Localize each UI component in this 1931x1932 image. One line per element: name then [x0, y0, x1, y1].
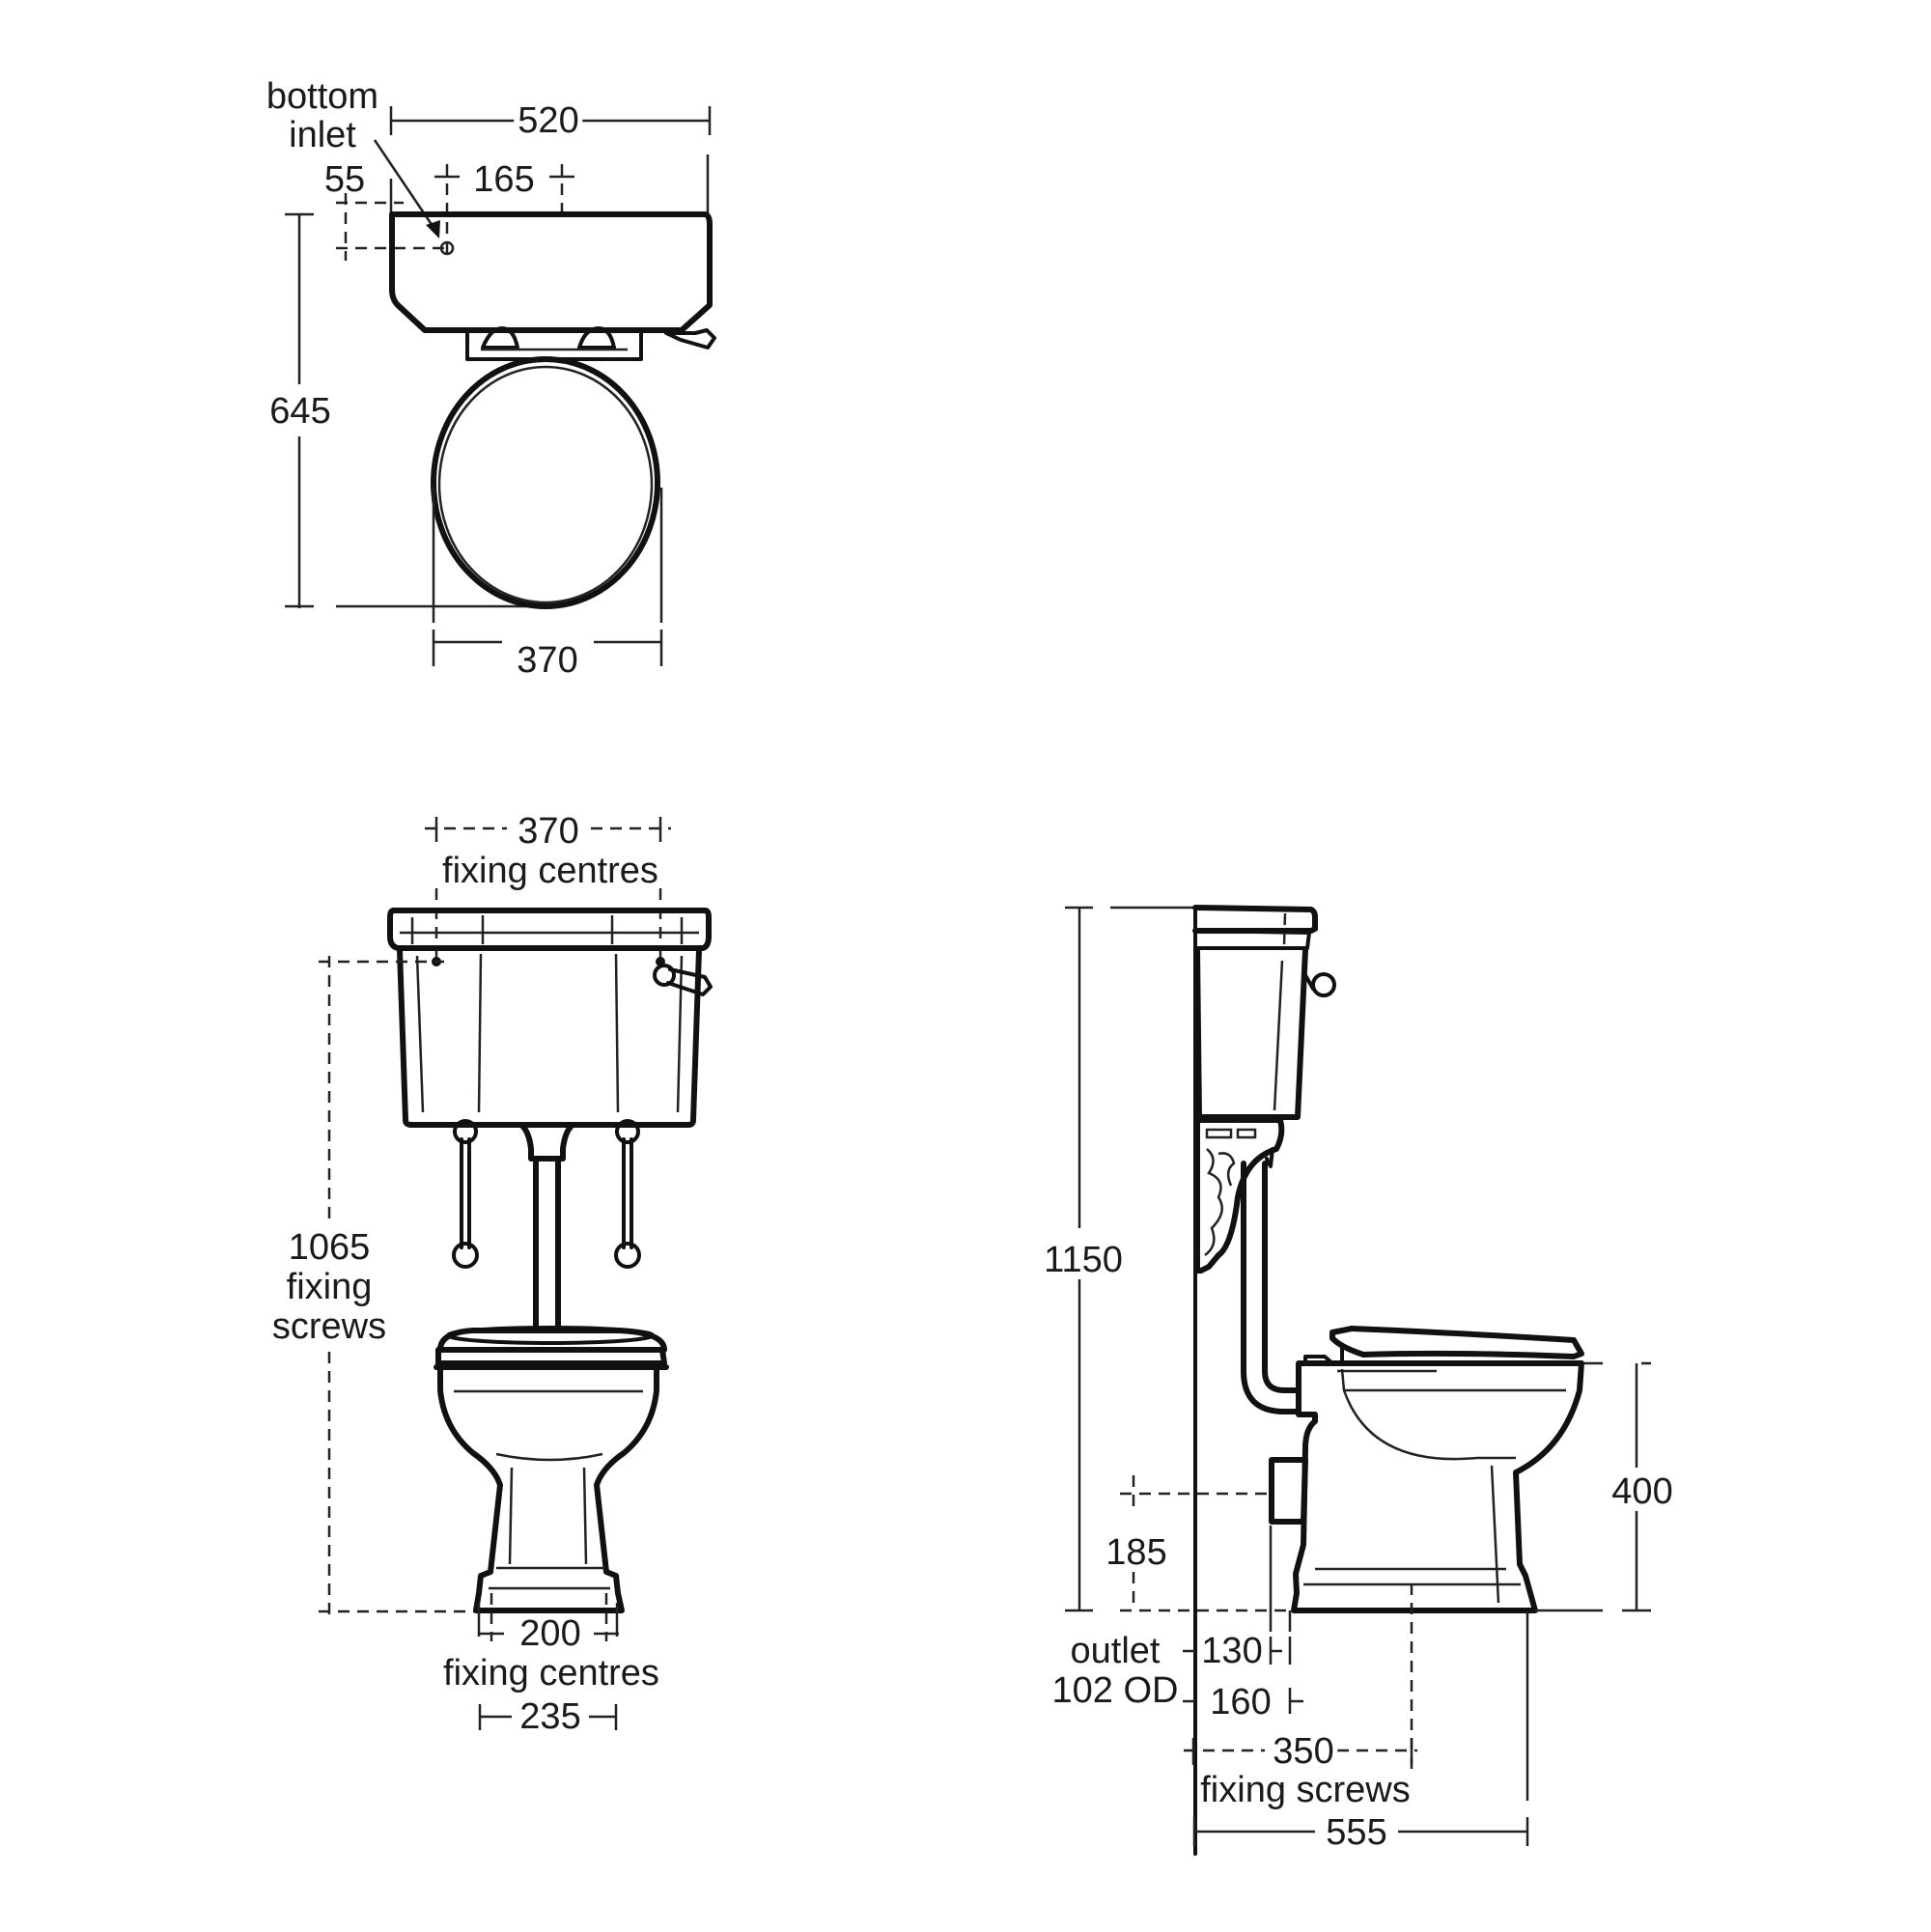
side-outlet-offset-160: 160: [1210, 1682, 1272, 1722]
side-overall-projection-dimension: 555: [1322, 1813, 1391, 1852]
front-cistern-fixing-dimension: 370: [514, 812, 583, 851]
side-fixing-screws-dimension: 350: [1269, 1732, 1338, 1771]
front-pan-fixing-dimension: 200: [516, 1614, 585, 1653]
plan-inlet-side-offset-dimension: 55: [323, 159, 366, 200]
plan-inlet-offset-dimension: 165: [469, 160, 539, 199]
front-pan-base-width-dimension: 235: [516, 1697, 585, 1736]
front-screw-height-dimension: 1065: [284, 1228, 375, 1267]
side-outlet-caption-1: outlet: [1070, 1631, 1161, 1671]
plan-overall-depth-dimension: 645: [266, 392, 335, 431]
bottom-inlet-label-line1: bottom: [266, 76, 379, 117]
plan-view: [285, 106, 716, 666]
plan-pan-width-dimension: 370: [513, 641, 582, 680]
side-outlet-caption-2: 102 OD: [1051, 1670, 1179, 1711]
front-cistern-fixing-caption: fixing centres: [442, 851, 658, 891]
side-outlet-offset-130: 130: [1201, 1631, 1263, 1671]
side-seat-height-dimension: 400: [1608, 1472, 1677, 1511]
side-overall-height-dimension: 1150: [1040, 1241, 1127, 1279]
front-screw-height-caption-2: screws: [267, 1307, 391, 1346]
bottom-inlet-label-line2: inlet: [289, 115, 356, 155]
side-outlet-height-dimension: 185: [1102, 1533, 1171, 1572]
front-screw-height-caption-1: fixing: [282, 1268, 377, 1306]
front-view: [319, 817, 713, 1730]
side-fixing-screws-caption: fixing screws: [1200, 1770, 1411, 1810]
side-view: [1065, 905, 1651, 1856]
front-pan-fixing-caption: fixing centres: [443, 1653, 659, 1694]
plan-overall-width-dimension: 520: [514, 101, 583, 140]
